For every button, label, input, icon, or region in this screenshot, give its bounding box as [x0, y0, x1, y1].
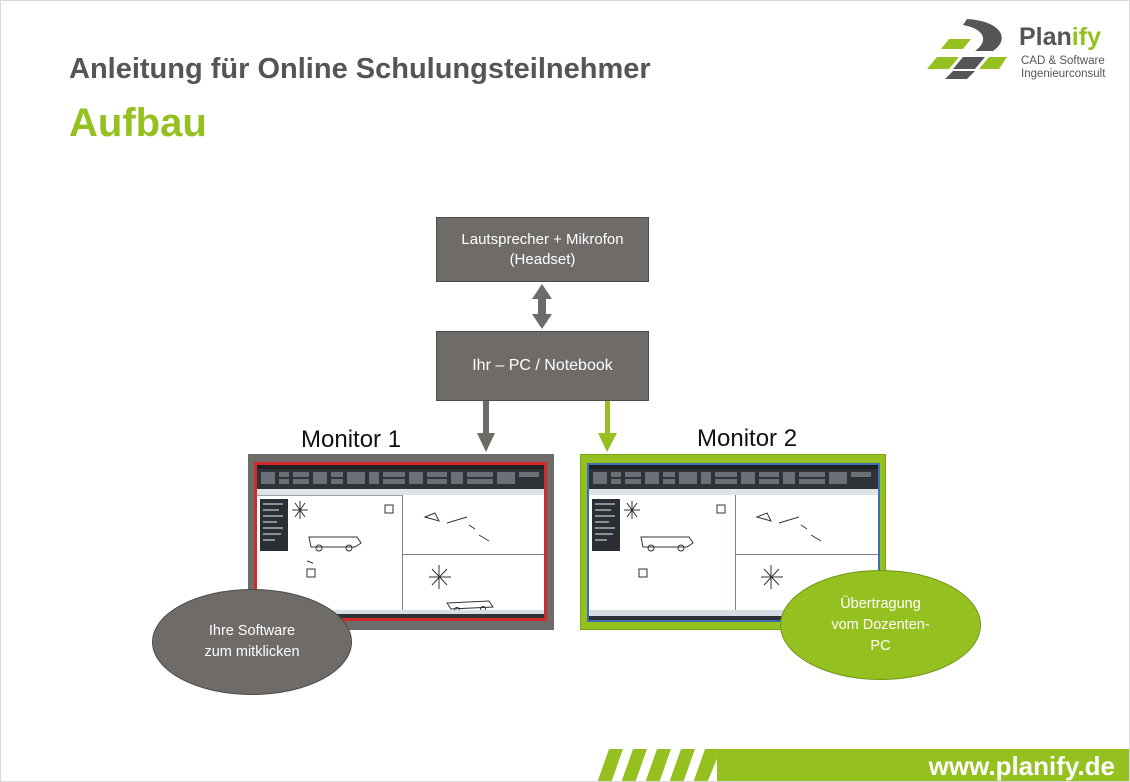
footer-url[interactable]: www.planify.de — [928, 751, 1115, 781]
bubble-own-software: Ihre Software zum mitklicken — [152, 589, 352, 695]
headset-box: Lautsprecher + Mikrofon (Headset) — [436, 217, 649, 282]
headset-box-line2: (Headset) — [509, 250, 576, 268]
planify-logo: Planify CAD & Software Ingenieurconsult — [923, 17, 1118, 85]
arrow-to-monitor1-icon — [477, 401, 495, 452]
headset-box-line1: Lautsprecher + Mikrofon — [461, 230, 624, 248]
bubble-transmission: Übertragung vom Dozenten- PC — [780, 570, 981, 680]
bubble-left-line2: zum mitklicken — [204, 644, 300, 660]
monitor2-label: Monitor 2 — [697, 425, 798, 452]
cad-software-screenshot-shared — [589, 465, 878, 620]
bubble-right-line2: vom Dozenten- — [831, 616, 930, 633]
page-subtitle: Aufbau — [69, 101, 207, 145]
bubble-right-line1: Übertragung — [840, 595, 921, 612]
logo-tagline-1: CAD & Software — [1021, 55, 1105, 67]
arrow-to-monitor2-icon — [598, 401, 617, 452]
pc-box: Ihr – PC / Notebook — [436, 331, 649, 401]
road-logo-icon — [927, 19, 1007, 79]
page-title: Anleitung für Online Schulungsteilnehmer — [69, 53, 651, 85]
footer-bar — [717, 749, 1129, 781]
footer-stripes-icon — [597, 749, 721, 781]
logo-name: Planify — [1019, 23, 1101, 51]
cad-software-screenshot — [257, 465, 544, 618]
logo-tagline-2: Ingenieurconsult — [1021, 68, 1106, 80]
pc-box-label: Ihr – PC / Notebook — [472, 357, 613, 374]
double-arrow-icon — [532, 284, 552, 329]
bubble-left-line1: Ihre Software — [208, 623, 296, 639]
monitor1-label: Monitor 1 — [301, 426, 402, 453]
bubble-right-line3: PC — [870, 637, 891, 654]
monitor1-screenshot — [254, 462, 547, 621]
